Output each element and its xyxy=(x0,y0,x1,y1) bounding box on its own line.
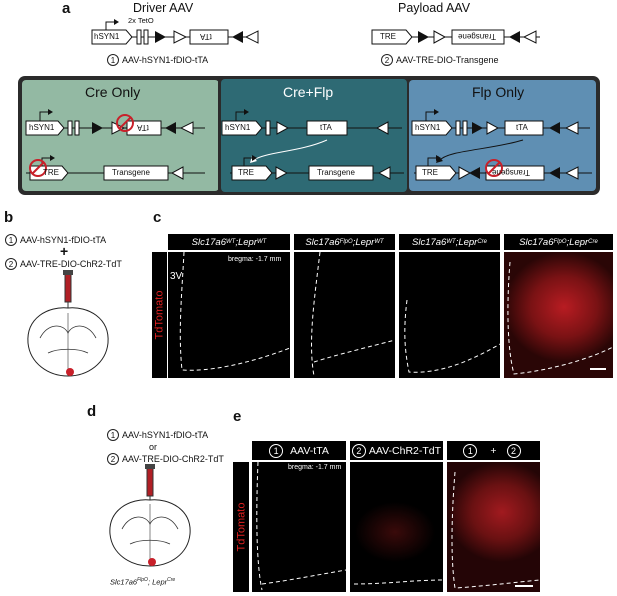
blocked-icon xyxy=(116,114,134,132)
promoter-arrow-icon xyxy=(105,21,114,30)
flp-only-tta-label: tTA xyxy=(516,123,528,132)
cre-flp-tta-label: tTA xyxy=(320,123,332,132)
b-line1: 1 AAV-hSYN1-fDIO-tTA xyxy=(5,234,106,246)
panel-label-d: d xyxy=(87,403,97,420)
e-header-2: 2 AAV-ChR2-TdT xyxy=(350,441,443,460)
driver-aav-title: Driver AAV xyxy=(133,1,194,15)
circle-number-1: 1 xyxy=(5,234,17,246)
circle-number-2: 2 xyxy=(381,54,393,66)
b-line2: 2 AAV-TRE-DIO-ChR2-TdT xyxy=(5,258,122,270)
circle-number-2: 2 xyxy=(5,258,17,270)
d-line2: 2 AAV-TRE-DIO-ChR2-TdT xyxy=(107,453,224,465)
driver-construct xyxy=(91,19,259,45)
circle-number-1: 1 xyxy=(107,54,119,66)
d-line1: 1 AAV-hSYN1-fDIO-tTA xyxy=(107,429,208,441)
e-header-1: 1 AAV-tTA xyxy=(252,441,346,460)
flp-only-hsyn1-label: hSYN1 xyxy=(415,123,441,132)
cre-only-tta-label: tTA xyxy=(137,123,149,132)
d-line2-text: AAV-TRE-DIO-ChR2-TdT xyxy=(122,454,224,464)
driver-tta-label: tTA xyxy=(200,32,212,41)
e-side-label: TdTomato xyxy=(233,462,249,592)
e-bregma-label: bregma: -1.7 mm xyxy=(288,464,342,471)
b-line2-text: AAV-TRE-DIO-ChR2-TdT xyxy=(20,259,122,269)
driver-hsyn1-label: hSYN1 xyxy=(94,32,120,41)
d-line1-text: AAV-hSYN1-fDIO-tTA xyxy=(122,430,209,440)
frt-site-icon xyxy=(173,30,188,44)
e-image-3 xyxy=(447,462,540,592)
cre-only-payload xyxy=(26,155,205,181)
cre-only-tre-label: TRE xyxy=(43,168,59,177)
payload-construct xyxy=(371,29,540,45)
flp-only-tre-label: TRE xyxy=(422,168,438,177)
brain-injection-diagram-d xyxy=(109,464,191,567)
e-header-3: 1 + 2 xyxy=(447,441,540,460)
e-header-3-plus: + xyxy=(490,444,497,457)
payload-aav-name: 2 AAV-TRE-DIO-Transgene xyxy=(381,54,499,66)
payload-transgene-label: Transgene xyxy=(458,32,496,41)
e-header-1-text: AAV-tTA xyxy=(290,444,329,457)
e-header-2-text: AAV-ChR2-TdT xyxy=(368,444,442,457)
payload-aav-title: Payload AAV xyxy=(398,1,471,15)
circle-number-2: 2 xyxy=(506,443,521,458)
flp-only-box xyxy=(409,80,596,191)
blocked-icon xyxy=(29,159,47,177)
c-image-1 xyxy=(168,252,290,378)
brain-injection-diagram-b xyxy=(27,270,109,377)
cre-flp-driver xyxy=(221,109,402,163)
c-image-4 xyxy=(504,252,613,378)
e-tdtomato-label: TdTomato xyxy=(235,502,248,552)
c-tdtomato-label: TdTomato xyxy=(153,290,166,340)
payload-aav-name-text: AAV-TRE-DIO-Transgene xyxy=(396,55,499,65)
cre-only-driver xyxy=(25,109,205,136)
blocked-icon xyxy=(485,159,503,177)
loxp-site-icon xyxy=(155,31,166,43)
flp-only-driver xyxy=(411,109,590,163)
flp-only-title: Flp Only xyxy=(472,84,525,100)
cre-only-title: Cre Only xyxy=(85,84,141,100)
cre-flp-tre-label: TRE xyxy=(238,168,254,177)
c-3v-label: 3V xyxy=(170,271,183,282)
c-bregma-label: bregma: -1.7 mm xyxy=(228,256,282,263)
teto-label: 2x TetO xyxy=(128,16,154,25)
panel-label-c: c xyxy=(153,209,162,226)
d-or: or xyxy=(149,442,158,452)
cre-only-transgene-label: Transgene xyxy=(112,168,150,177)
cre-flp-hsyn1-label: hSYN1 xyxy=(225,123,251,132)
b-plus: + xyxy=(60,243,69,259)
driver-aav-name-text: AAV-hSYN1-fDIO-tTA xyxy=(122,55,209,65)
panel-label-a: a xyxy=(62,0,71,17)
driver-aav-name: 1 AAV-hSYN1-fDIO-tTA xyxy=(107,54,208,66)
cre-flp-payload xyxy=(230,155,404,181)
circle-number-1: 1 xyxy=(463,443,478,458)
e-image-2 xyxy=(350,462,443,592)
panel-label-b: b xyxy=(4,209,14,226)
cre-flp-title: Cre+Flp xyxy=(283,84,334,100)
panel-a-diagram xyxy=(18,19,600,195)
e-image-1 xyxy=(252,462,346,592)
b-line1-text: AAV-hSYN1-fDIO-tTA xyxy=(20,235,107,245)
cre-only-box xyxy=(22,80,219,191)
cre-only-hsyn1-label: hSYN1 xyxy=(29,123,55,132)
flp-only-transgene-label: Transgene xyxy=(492,168,530,177)
circle-number-2: 2 xyxy=(351,443,366,458)
circle-number-2: 2 xyxy=(107,453,119,465)
c-image-2 xyxy=(294,252,395,378)
c-image-3 xyxy=(399,252,500,378)
panel-label-e: e xyxy=(233,408,242,425)
d-genotype: Slc17a6FlpO; LeprCre xyxy=(110,577,176,587)
payload-tre-label: TRE xyxy=(380,32,396,41)
circle-number-1: 1 xyxy=(107,429,119,441)
hsyn1-promoter-shape xyxy=(91,29,133,45)
circle-number-1: 1 xyxy=(269,443,284,458)
c-side-label: TdTomato xyxy=(152,252,167,378)
cre-flp-transgene-label: Transgene xyxy=(317,168,355,177)
flp-only-payload xyxy=(414,155,592,181)
